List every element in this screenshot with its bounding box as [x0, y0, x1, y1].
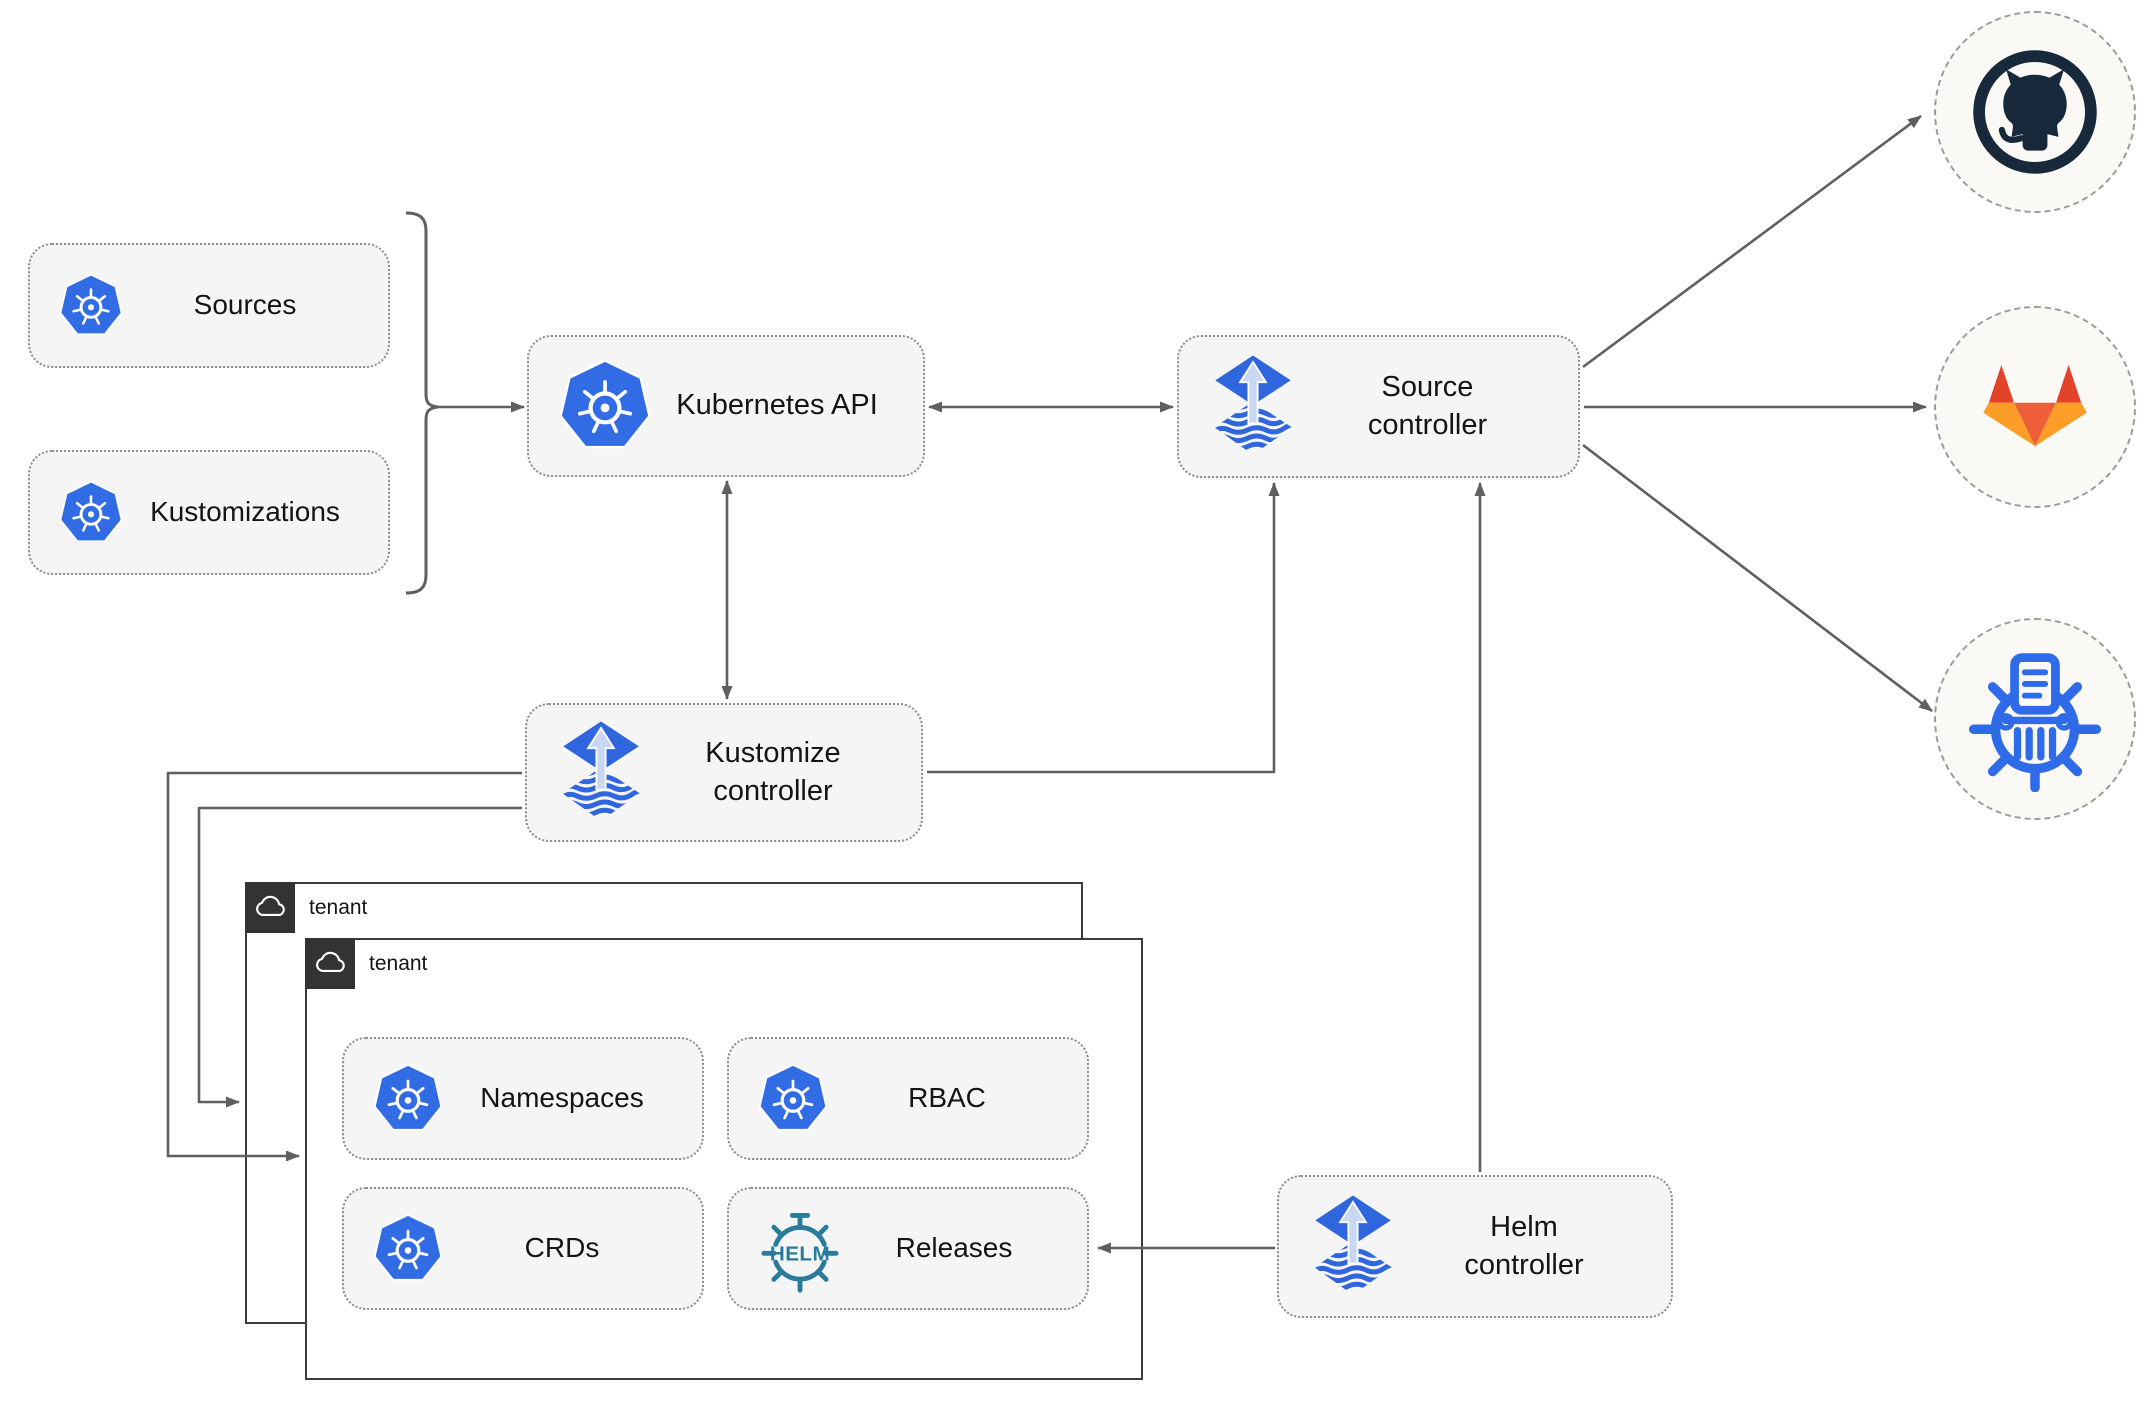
kubernetes-icon: [557, 358, 653, 454]
node-helm-controller: Helm controller: [1277, 1175, 1673, 1318]
node-label: Namespaces: [480, 1082, 644, 1114]
connector-source-controller-to-github: [1582, 114, 1922, 369]
node-releases: HELM Releases: [727, 1187, 1089, 1310]
node-label: Source controller: [1367, 370, 1488, 441]
node-crds: CRDs: [342, 1187, 704, 1310]
kubernetes-icon: [58, 273, 124, 339]
cloud-icon: [253, 890, 287, 924]
flux-icon: [1307, 1193, 1399, 1301]
gitlab-circle: [1934, 306, 2136, 508]
node-label: Kustomize controller: [705, 736, 841, 807]
node-label: Sources: [193, 289, 297, 321]
node-label: Kubernetes API: [676, 389, 878, 422]
flux-icon: [555, 719, 647, 827]
node-sources: Sources: [28, 243, 390, 368]
node-label: CRDs: [524, 1232, 600, 1264]
tenant-tab: [244, 881, 295, 933]
node-label: RBAC: [908, 1082, 986, 1114]
node-source-controller: Source controller: [1177, 335, 1580, 478]
helm-icon: HELM: [757, 1201, 843, 1297]
node-namespaces: Namespaces: [342, 1037, 704, 1160]
github-circle: [1934, 11, 2136, 213]
node-rbac: RBAC: [727, 1037, 1089, 1160]
chartmuseum-icon: [1962, 646, 2108, 792]
tenant-label: tenant: [309, 895, 368, 919]
gitlab-icon: [1965, 337, 2105, 477]
github-icon: [1966, 43, 2104, 181]
node-label: Helm controller: [1464, 1210, 1584, 1281]
tenant-inner-box: tenant Namespaces RBAC CRDs: [304, 937, 1143, 1380]
node-kustomize-controller: Kustomize controller: [525, 703, 923, 842]
kubernetes-icon: [757, 1063, 829, 1135]
connector-source-controller-to-chartmuseum: [1582, 443, 1933, 713]
helm-logo-text: HELM: [770, 1242, 830, 1265]
node-kubernetes-api: Kubernetes API: [527, 335, 925, 477]
node-kustomizations: Kustomizations: [28, 450, 390, 575]
chartmuseum-circle: [1934, 618, 2136, 820]
node-label: Releases: [895, 1232, 1013, 1264]
connector-brace-crds-group: [405, 211, 439, 595]
flux-icon: [1207, 353, 1299, 461]
kubernetes-icon: [372, 1213, 444, 1285]
connector-kustomize-to-source-controller: [927, 482, 1280, 774]
cloud-icon: [313, 946, 347, 980]
tenant-tab: [304, 937, 355, 989]
kubernetes-icon: [58, 480, 124, 546]
node-label: Kustomizations: [150, 496, 340, 528]
tenant-label: tenant: [369, 951, 428, 975]
kubernetes-icon: [372, 1063, 444, 1135]
